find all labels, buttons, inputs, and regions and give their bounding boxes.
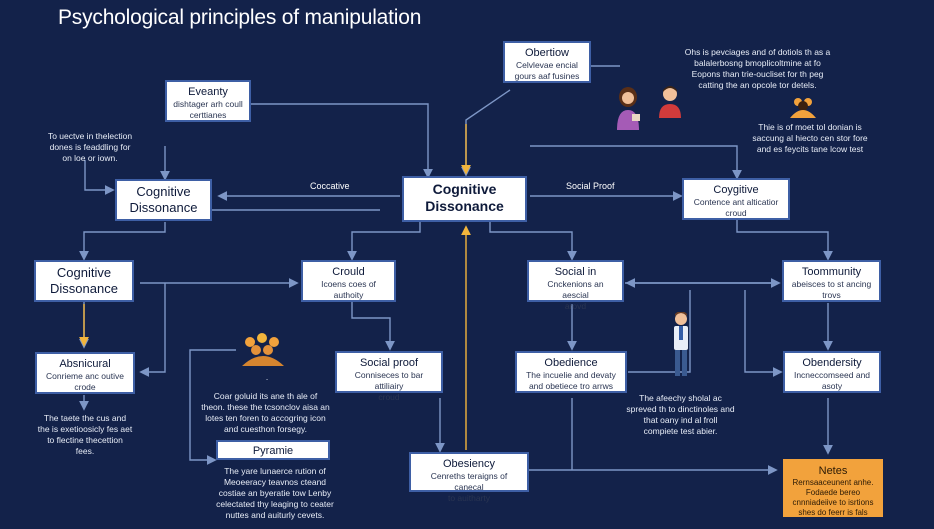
node-obedience[interactable]: Obedience The incuelie and devaty and ob… <box>515 351 627 393</box>
node-pyramie-sub: The yare lunaerce rution of Meoeeracy te… <box>216 466 334 520</box>
node-crould-title: Crould <box>332 266 365 278</box>
standing-man-icon <box>674 312 688 376</box>
node-absnicural[interactable]: Absnicural Conrieme anc outive crode <box>35 352 135 394</box>
node-notes-sub: Rernsaaceunent anhe. Fodaede bereo cnnni… <box>792 478 874 517</box>
node-top-left-title: Eveanty <box>188 86 228 98</box>
node-obedience-sub: The incuelie and devaty and obetiece tro… <box>526 370 616 391</box>
node-absnicural-title: Absnicural <box>59 358 111 370</box>
note-center-left: Coar goluid its ane th ale of theon. the… <box>201 391 330 434</box>
node-social-in-sub: Cnckenions an aescial arovd <box>547 279 604 311</box>
node-center-title2: Dissonance <box>425 198 504 214</box>
node-social-proof[interactable]: Social proof Conniseces to bar attiliair… <box>335 351 443 402</box>
note-right-mid: Thie is of moet tol donian is saccung al… <box>752 122 868 154</box>
node-top-left[interactable]: Eveanty dishtager arh coull certtianes <box>165 80 251 122</box>
node-left-row3-title: Cognitive <box>56 265 112 280</box>
note-left-bottom: The taete the cus and the is exetioosicl… <box>37 413 133 456</box>
node-obendersity-title: Obendersity <box>802 357 862 369</box>
node-obendersity-sub: Incneccomseed and asoty <box>793 370 871 391</box>
crowd-icon <box>242 333 284 366</box>
node-toommunity-sub: abeisces to st ancing trovs <box>791 279 872 300</box>
connector-label-right: Social Proof <box>566 181 615 191</box>
node-obendersity[interactable]: Obendersity Incneccomseed and asoty <box>783 351 881 393</box>
page-title: Psychological principles of manipulation <box>58 6 422 29</box>
node-top-left-sub: dishtager arh coull certtianes <box>173 99 243 120</box>
woman-icon <box>617 87 640 130</box>
node-obedience-title: Obedience <box>544 357 598 369</box>
node-pyramie-title: Pyramie <box>252 445 294 457</box>
node-toommunity[interactable]: Toommunity abeisces to st ancing trovs <box>782 260 881 302</box>
node-right-mid-title: Coygitive <box>713 184 759 196</box>
node-right-mid-sub: Contence ant alticatior croud <box>693 197 779 218</box>
node-left-row3[interactable]: Cognitive Dissonance <box>34 260 134 302</box>
node-obesiency-title: Obesiency <box>443 458 495 470</box>
node-toommunity-title: Toommunity <box>801 266 862 278</box>
node-center-title: Cognitive <box>432 181 497 197</box>
node-left-row3-title2: Dissonance <box>50 281 118 296</box>
node-crould[interactable]: Crould Icoens coes of authoity <box>301 260 396 302</box>
node-crould-sub: Icoens coes of authoity <box>321 279 376 300</box>
note-center-dot: · <box>265 374 269 384</box>
note-left-top: To uectve in thelection dones is feaddli… <box>47 131 133 163</box>
node-notes[interactable]: Netes Rernsaaceunent anhe. Fodaede bereo… <box>783 459 883 517</box>
node-top-center-sub: Celvlevae encial gours aaf fusines <box>514 60 580 81</box>
node-center[interactable]: Cognitive Dissonance <box>402 176 527 222</box>
node-left-mid[interactable]: Cognitive Dissonance <box>115 179 212 221</box>
group-icon <box>790 98 816 118</box>
node-top-center[interactable]: Obertiow Celvlevae encial gours aaf fusi… <box>503 41 591 83</box>
node-top-center-title: Obertiow <box>524 47 570 59</box>
node-pyramie[interactable]: Pyramie <box>216 440 330 460</box>
node-social-proof-title: Social proof <box>359 357 419 369</box>
node-social-in[interactable]: Social in Cnckenions an aescial arovd <box>527 260 624 311</box>
node-absnicural-sub: Conrieme anc outive crode <box>46 371 124 392</box>
node-left-mid-title2: Dissonance <box>129 200 198 215</box>
node-social-proof-sub: Conniseces to bar attiliairy croud <box>354 370 424 402</box>
node-obesiency[interactable]: Obesiency Cenreths teraigns of canecal t… <box>409 452 529 503</box>
note-top-right: Ohs is pevciages and of dotiols th as a … <box>684 47 831 90</box>
node-right-mid[interactable]: Coygitive Contence ant alticatior croud <box>682 178 790 220</box>
connector-label-left: Coccative <box>310 181 350 191</box>
note-center-right: The afeechy sholal ac spreved th to dinc… <box>626 393 735 436</box>
node-social-in-title: Social in <box>554 266 597 278</box>
node-left-mid-title: Cognitive <box>136 184 191 199</box>
man-icon <box>659 86 681 118</box>
node-notes-title: Netes <box>818 465 848 477</box>
node-obesiency-sub: Cenreths teraigns of canecal to auithart… <box>430 471 508 503</box>
